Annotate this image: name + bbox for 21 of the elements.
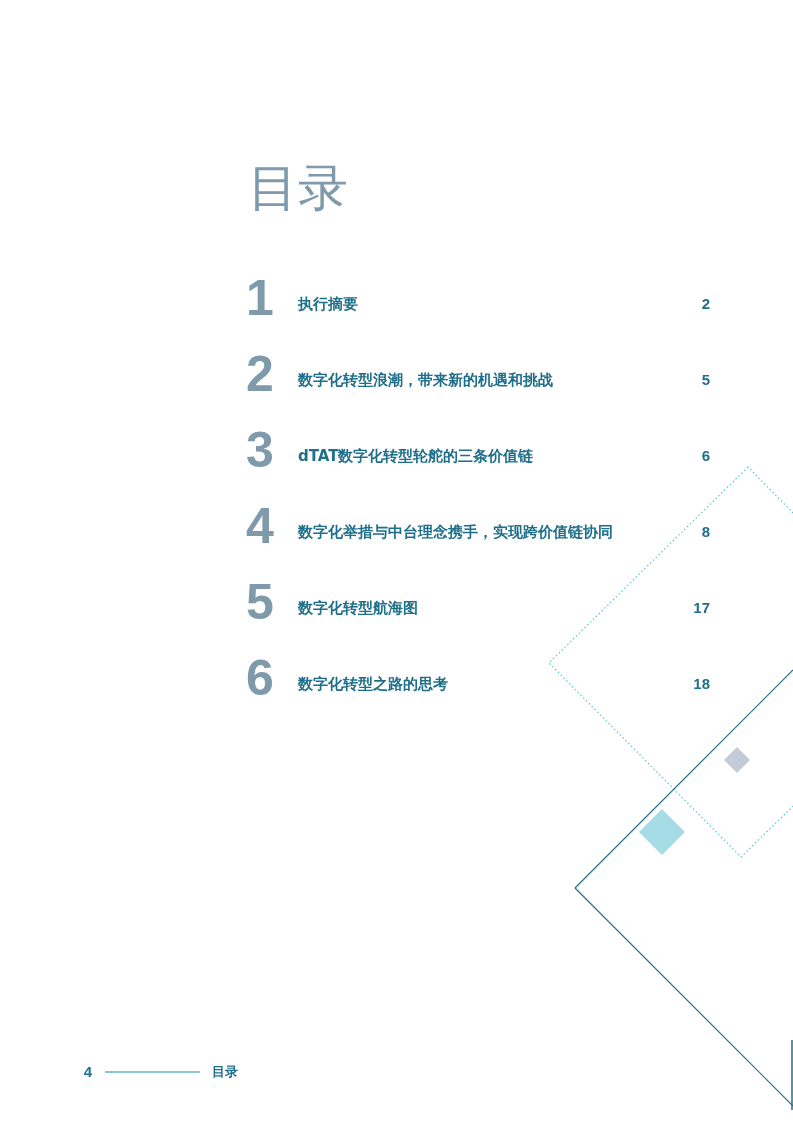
page-number: 17 (692, 599, 710, 617)
section-number: 2 (246, 349, 274, 399)
page-number: 5 (700, 371, 710, 389)
section-title: 数字化举措与中台理念携手，实现跨价值链协同 (298, 523, 613, 541)
section-number: 1 (246, 273, 274, 323)
page-number: 8 (700, 523, 710, 541)
section-title: 数字化转型之路的思考 (298, 675, 448, 693)
section-title: dTAT数字化转型轮舵的三条价值链 (298, 447, 534, 465)
page-number: 4 (82, 1063, 92, 1081)
section-title: 数字化转型航海图 (298, 599, 418, 617)
section-number: 6 (246, 653, 274, 703)
section-number: 3 (246, 425, 274, 475)
section-title: 执行摘要 (298, 295, 358, 313)
section-number: 4 (246, 501, 274, 551)
section-number: 5 (246, 577, 274, 627)
page-number: 6 (700, 447, 710, 465)
footer-title: 目录 (212, 1063, 238, 1081)
page-title: 目录 (248, 158, 348, 218)
section-title: 数字化转型浪潮，带来新的机遇和挑战 (298, 371, 553, 389)
page-number: 2 (700, 295, 710, 313)
page-number: 18 (692, 675, 710, 693)
